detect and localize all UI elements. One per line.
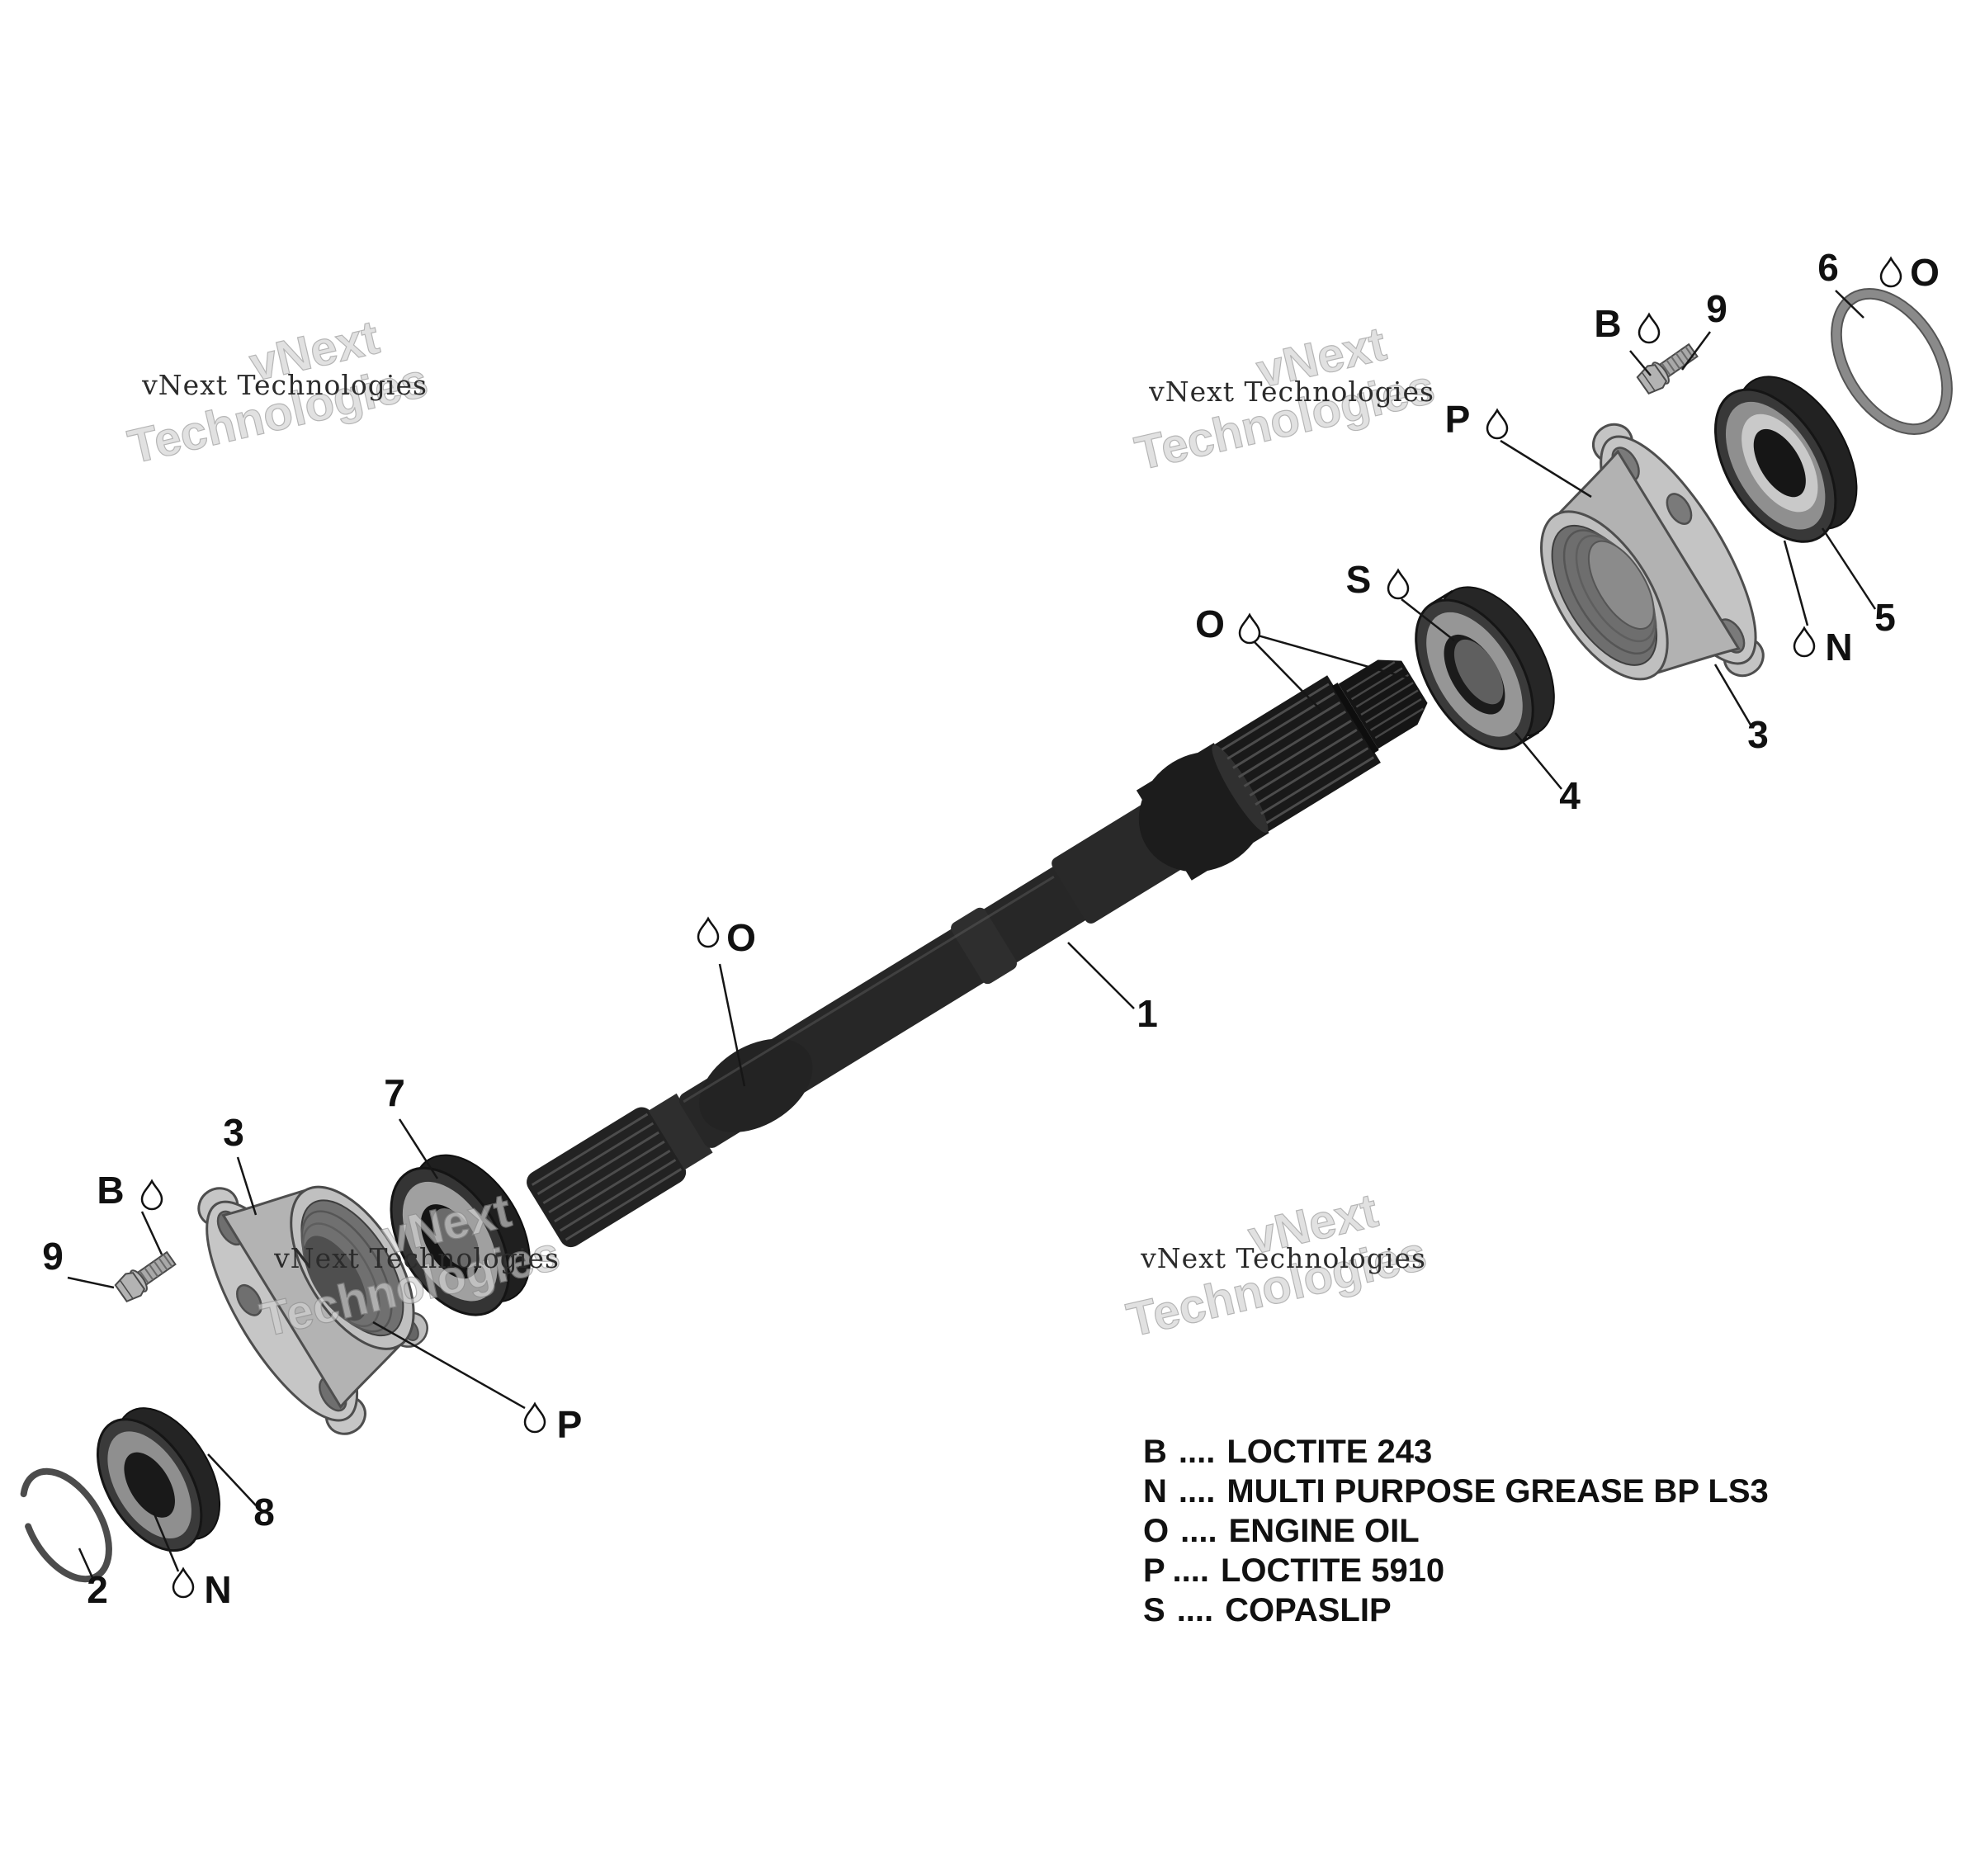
legend-separator: .... [1177, 1592, 1213, 1628]
legend-value: MULTI PURPOSE GREASE BP LS3 [1226, 1473, 1768, 1510]
oil-drop-icon [1486, 409, 1509, 440]
copaslip-drop-icon [1387, 569, 1410, 600]
oil-drop-icon [1238, 613, 1261, 645]
legend-line-o: O.... ENGINE OIL [1143, 1513, 1420, 1549]
callout-3-lower-label: 3 [223, 1111, 244, 1154]
callout-o-center: O [697, 916, 756, 959]
watermark-text: vNext Technologies [1148, 376, 1434, 408]
legend-key: N [1143, 1473, 1167, 1510]
oil-drop-icon [1638, 313, 1661, 344]
o-ring-part-6 [1831, 287, 1953, 436]
callout-3-upper-label: 3 [1747, 713, 1769, 756]
legend-value: COPASLIP [1225, 1592, 1392, 1628]
callout-n-upper: N [1793, 626, 1853, 669]
callout-1-label: 1 [1137, 992, 1158, 1035]
oil-drop-icon [1879, 257, 1902, 288]
oil-drop-icon [697, 917, 720, 948]
circlip-part-2 [20, 1467, 112, 1583]
seal-part-8 [96, 1407, 221, 1552]
callout-o-spline: O [1195, 602, 1261, 645]
legend-line-n: N.... MULTI PURPOSE GREASE BP LS3 [1143, 1473, 1769, 1510]
legend-key: S [1143, 1592, 1165, 1628]
watermark-text: vNext Technologies [141, 369, 428, 401]
drive-shaft-part-1 [527, 659, 1428, 1248]
callout-9-lower-label: 9 [42, 1235, 64, 1278]
callout-n-lower: N [172, 1567, 232, 1611]
callout-n-upper-label: N [1825, 626, 1852, 669]
watermark-top-right: vNext Technologies vNext Technologies [1130, 316, 1440, 481]
watermark-text: vNext Technologies [1140, 1242, 1426, 1274]
grease-drop-icon [172, 1567, 195, 1599]
seal-part-4 [1415, 586, 1555, 750]
callout-p-upper-label: P [1445, 398, 1471, 441]
callout-b-lower: B [97, 1169, 163, 1212]
callout-p-upper: P [1445, 398, 1509, 441]
grease-drop-icon [1793, 626, 1816, 658]
legend-value: LOCTITE 243 [1226, 1434, 1432, 1470]
callout-o-spline-label: O [1195, 602, 1225, 645]
callout-o-ring: O [1879, 251, 1940, 294]
bolt-part-9-lower [112, 1246, 180, 1306]
legend-separator: .... [1180, 1513, 1217, 1549]
callout-p-lower: P [523, 1402, 583, 1446]
legend-separator: .... [1173, 1552, 1209, 1589]
callout-b-upper-label: B [1594, 302, 1621, 345]
callout-s: S [1346, 558, 1410, 601]
legend-key: O [1143, 1513, 1169, 1549]
callout-7-label: 7 [384, 1071, 405, 1114]
legend-value: LOCTITE 5910 [1221, 1552, 1444, 1589]
legend-key: B [1143, 1434, 1167, 1470]
legend: B....LOCTITE 243 N....MULTI PURPOSE GREA… [1143, 1434, 1769, 1628]
legend-line-p: P.... LOCTITE 5910 [1143, 1552, 1444, 1589]
callout-8-label: 8 [253, 1491, 275, 1533]
leader-lines [67, 290, 1877, 1582]
callout-s-label: S [1346, 558, 1372, 601]
watermark-bottom-right: vNext Technologies vNext Technologies [1122, 1183, 1432, 1348]
callouts: B 9 6 O P 5 N 3 S O 4 O [42, 246, 1940, 1611]
legend-key: P [1143, 1552, 1165, 1589]
callout-o-center-label: O [726, 916, 756, 959]
hub-part-3-upper [1540, 423, 1765, 681]
legend-separator: .... [1179, 1434, 1215, 1470]
legend-value: ENGINE OIL [1229, 1513, 1420, 1549]
callout-6-label: 6 [1817, 246, 1839, 289]
callout-5-label: 5 [1874, 596, 1896, 639]
callout-o-ring-label: O [1910, 251, 1940, 294]
callout-4-label: 4 [1559, 774, 1581, 817]
legend-line-b: B.... LOCTITE 243 [1143, 1434, 1432, 1470]
callout-p-lower-label: P [557, 1403, 583, 1446]
loctite-drop-icon [523, 1402, 546, 1434]
seal-part-5 [1713, 376, 1858, 543]
callout-b-lower-label: B [97, 1169, 124, 1212]
watermark-text: vNext Technologies [273, 1242, 560, 1274]
callout-b-upper: B [1594, 302, 1661, 345]
callout-9-upper-label: 9 [1706, 287, 1727, 330]
callout-2-label: 2 [87, 1568, 108, 1611]
oil-drop-icon [140, 1179, 163, 1211]
legend-separator: .... [1179, 1473, 1215, 1510]
legend-line-s: S.... COPASLIP [1143, 1592, 1392, 1628]
callout-n-lower-label: N [204, 1568, 231, 1611]
bearing-part-7 [390, 1154, 531, 1316]
watermark-top-left: vNext Technologies vNext Technologies [123, 310, 433, 475]
